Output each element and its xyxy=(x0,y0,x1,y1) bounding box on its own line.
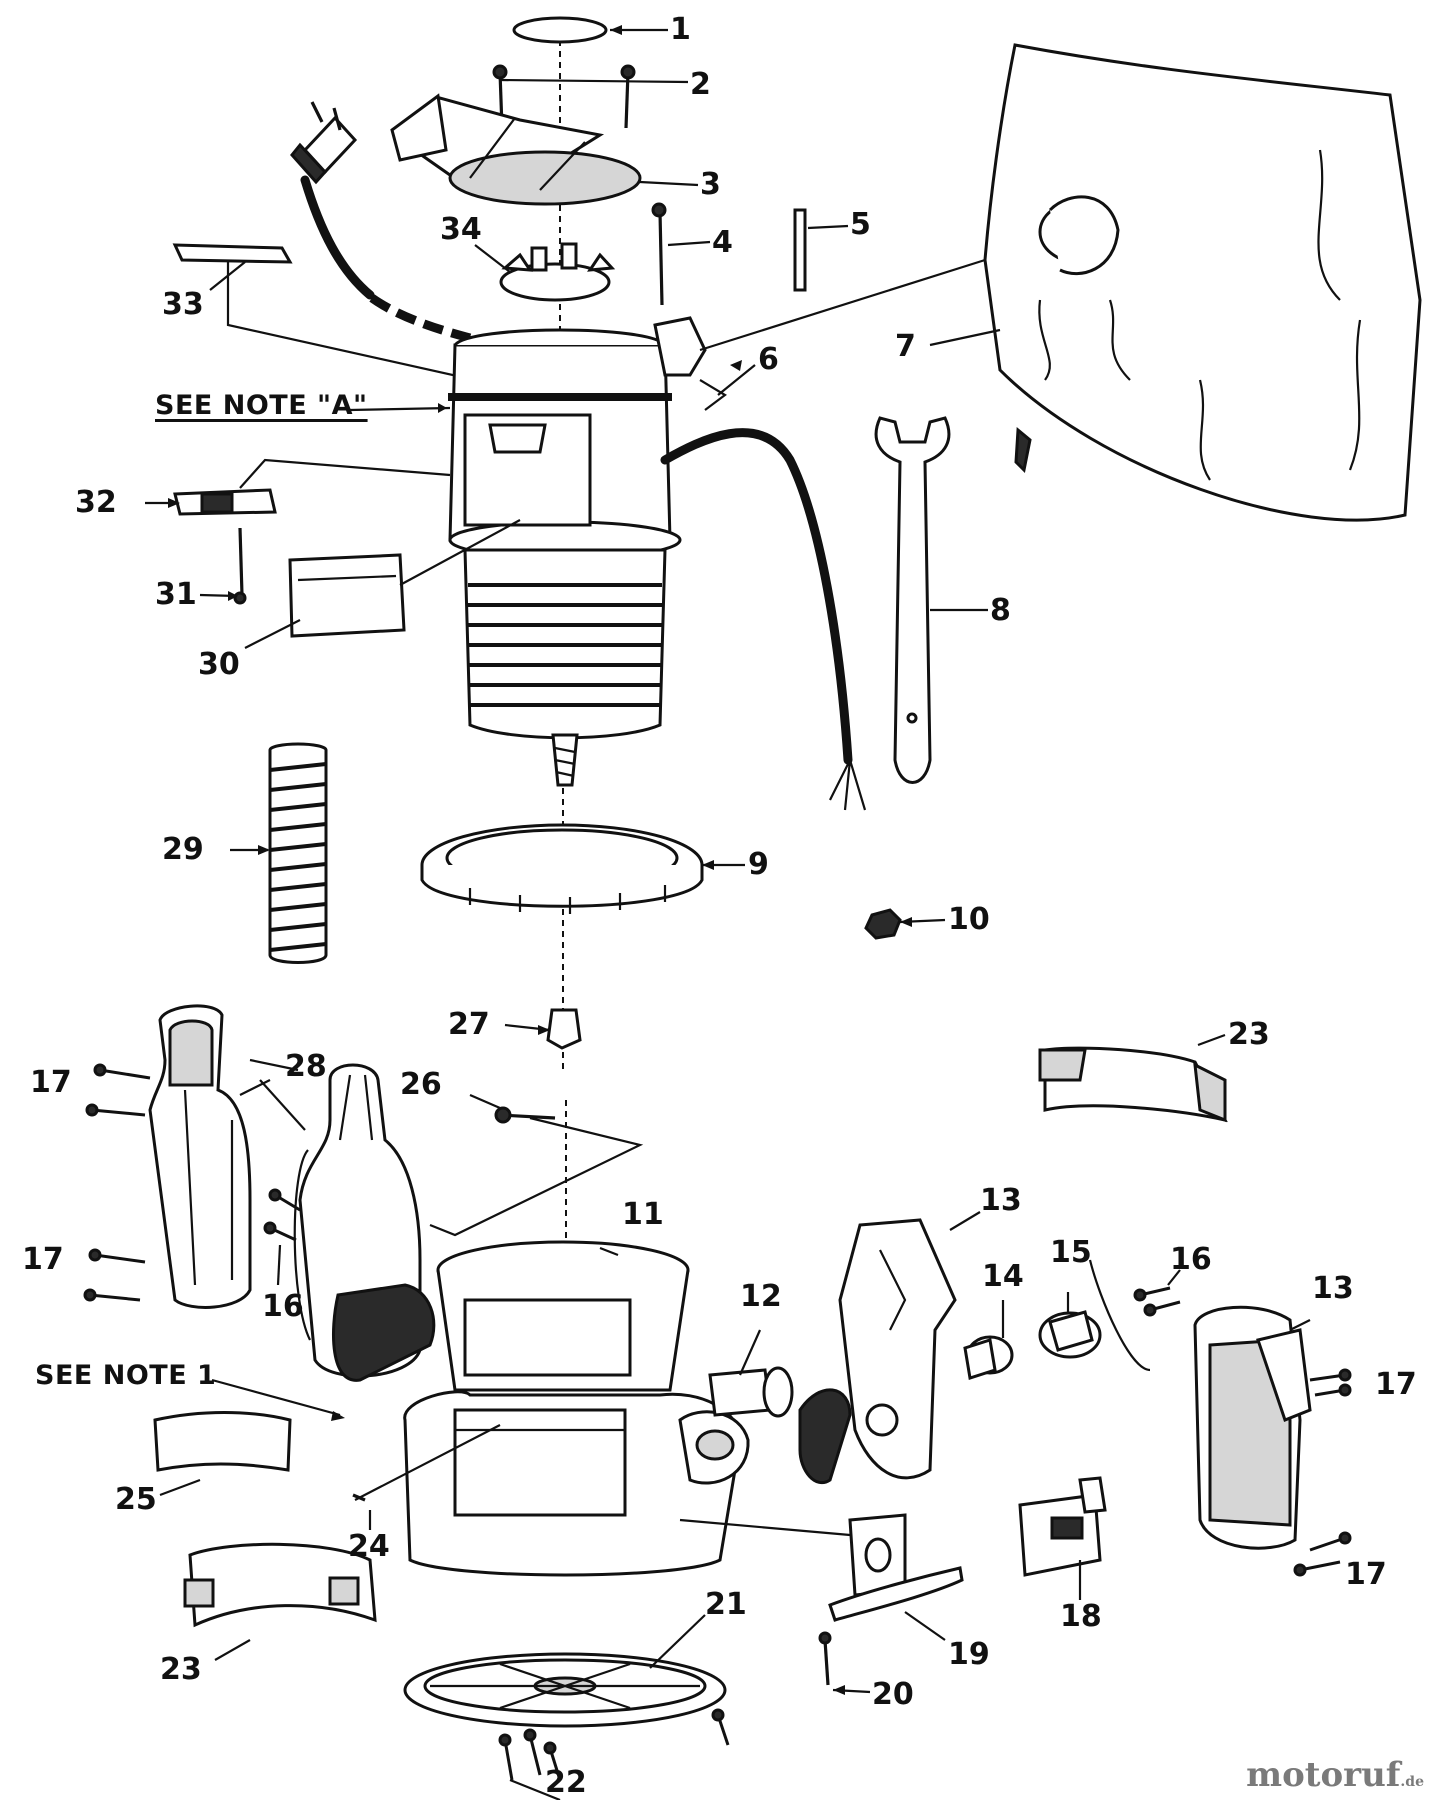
callout-28: 28 xyxy=(285,1049,327,1084)
callout-27: 27 xyxy=(448,1007,490,1042)
callout-10: 10 xyxy=(948,902,990,937)
callout-26: 26 xyxy=(400,1067,442,1102)
left-handle-assembly xyxy=(148,1004,436,1382)
part-12-knob xyxy=(708,1366,794,1418)
callout-9: 9 xyxy=(748,847,769,882)
callout-23-left: 23 xyxy=(160,1652,202,1687)
part-23-chip-guard-right xyxy=(1038,1046,1228,1123)
callout-34: 34 xyxy=(440,212,482,247)
part-9-ring xyxy=(420,823,704,914)
callout-16-right: 16 xyxy=(1170,1242,1212,1277)
part-7-dust-bag xyxy=(983,43,1422,522)
callout-13-lower: 13 xyxy=(1312,1271,1354,1306)
part-13-grip-right xyxy=(1193,1305,1312,1550)
part-19-bracket xyxy=(679,1513,964,1622)
callout-24: 24 xyxy=(348,1529,390,1564)
power-plug-cord xyxy=(290,101,472,343)
part-3-motor-cover xyxy=(390,93,642,206)
callout-15: 15 xyxy=(1050,1235,1092,1270)
part-22-screws xyxy=(498,1708,730,1781)
callout-17-upper-right: 17 xyxy=(1375,1367,1417,1402)
part-8-wrench xyxy=(874,416,951,784)
part-17-screws-right xyxy=(1293,1368,1352,1577)
callout-2: 2 xyxy=(690,67,711,102)
callout-13-upper: 13 xyxy=(980,1183,1022,1218)
callout-1: 1 xyxy=(670,12,691,47)
callout-32: 32 xyxy=(75,485,117,520)
part-32-switch xyxy=(173,458,451,516)
callout-18: 18 xyxy=(1060,1599,1102,1634)
callout-5: 5 xyxy=(850,207,871,242)
callout-3: 3 xyxy=(700,167,721,202)
part-15-socket xyxy=(1038,1259,1151,1372)
callout-14: 14 xyxy=(982,1259,1024,1294)
callout-20: 20 xyxy=(872,1677,914,1712)
callout-17-upper-left: 17 xyxy=(30,1065,72,1100)
callout-19: 19 xyxy=(948,1637,990,1672)
callout-11: 11 xyxy=(622,1197,664,1232)
callout-6: 6 xyxy=(758,342,779,377)
watermark-logo: motoruf.de xyxy=(1246,1755,1424,1795)
callout-12: 12 xyxy=(740,1279,782,1314)
part-16-screws-left xyxy=(263,1188,301,1242)
callout-22: 22 xyxy=(545,1765,587,1800)
callout-17-lower-left: 17 xyxy=(22,1242,64,1277)
motor-housing xyxy=(448,258,986,811)
callout-leaders xyxy=(145,28,1311,1800)
callout-8: 8 xyxy=(990,593,1011,628)
part-23-chip-guard-left xyxy=(183,1542,377,1628)
note-a-label: SEE NOTE "A" xyxy=(155,390,368,421)
callout-33: 33 xyxy=(162,287,204,322)
callout-23-right: 23 xyxy=(1228,1017,1270,1052)
part-29-spring xyxy=(268,742,328,964)
callout-4: 4 xyxy=(712,225,733,260)
motor-body xyxy=(463,548,667,787)
part-18-trigger-switch xyxy=(1018,1476,1107,1577)
part-1-cap xyxy=(512,16,608,44)
part-13-right-handle xyxy=(798,1218,957,1484)
callout-21: 21 xyxy=(705,1587,747,1622)
callout-arrowheads xyxy=(168,25,912,1695)
callout-29: 29 xyxy=(162,832,204,867)
callout-25: 25 xyxy=(115,1482,157,1517)
callout-7: 7 xyxy=(895,329,916,364)
part-5-pin xyxy=(793,208,807,292)
part-16-screws-right xyxy=(1133,1286,1181,1317)
part-4-screw xyxy=(658,211,664,306)
part-27-collet-nut xyxy=(546,1008,582,1050)
note-1-label: SEE NOTE 1 xyxy=(35,1360,217,1391)
part-10-nut xyxy=(864,908,902,940)
part-11-base xyxy=(403,1240,750,1577)
part-30-plate xyxy=(288,519,521,638)
part-17-screws-left xyxy=(83,1063,151,1302)
part-34-fan xyxy=(499,242,616,302)
part-26-screw xyxy=(429,1106,644,1237)
callout-31: 31 xyxy=(155,577,197,612)
part-25-window xyxy=(153,1411,292,1472)
part-21-sub-base xyxy=(403,1652,727,1728)
callout-16-left: 16 xyxy=(262,1289,304,1324)
part-33-label xyxy=(172,243,293,264)
callout-30: 30 xyxy=(198,647,240,682)
callout-17-lower-right: 17 xyxy=(1345,1557,1387,1592)
part-14-bulb xyxy=(963,1335,1014,1380)
